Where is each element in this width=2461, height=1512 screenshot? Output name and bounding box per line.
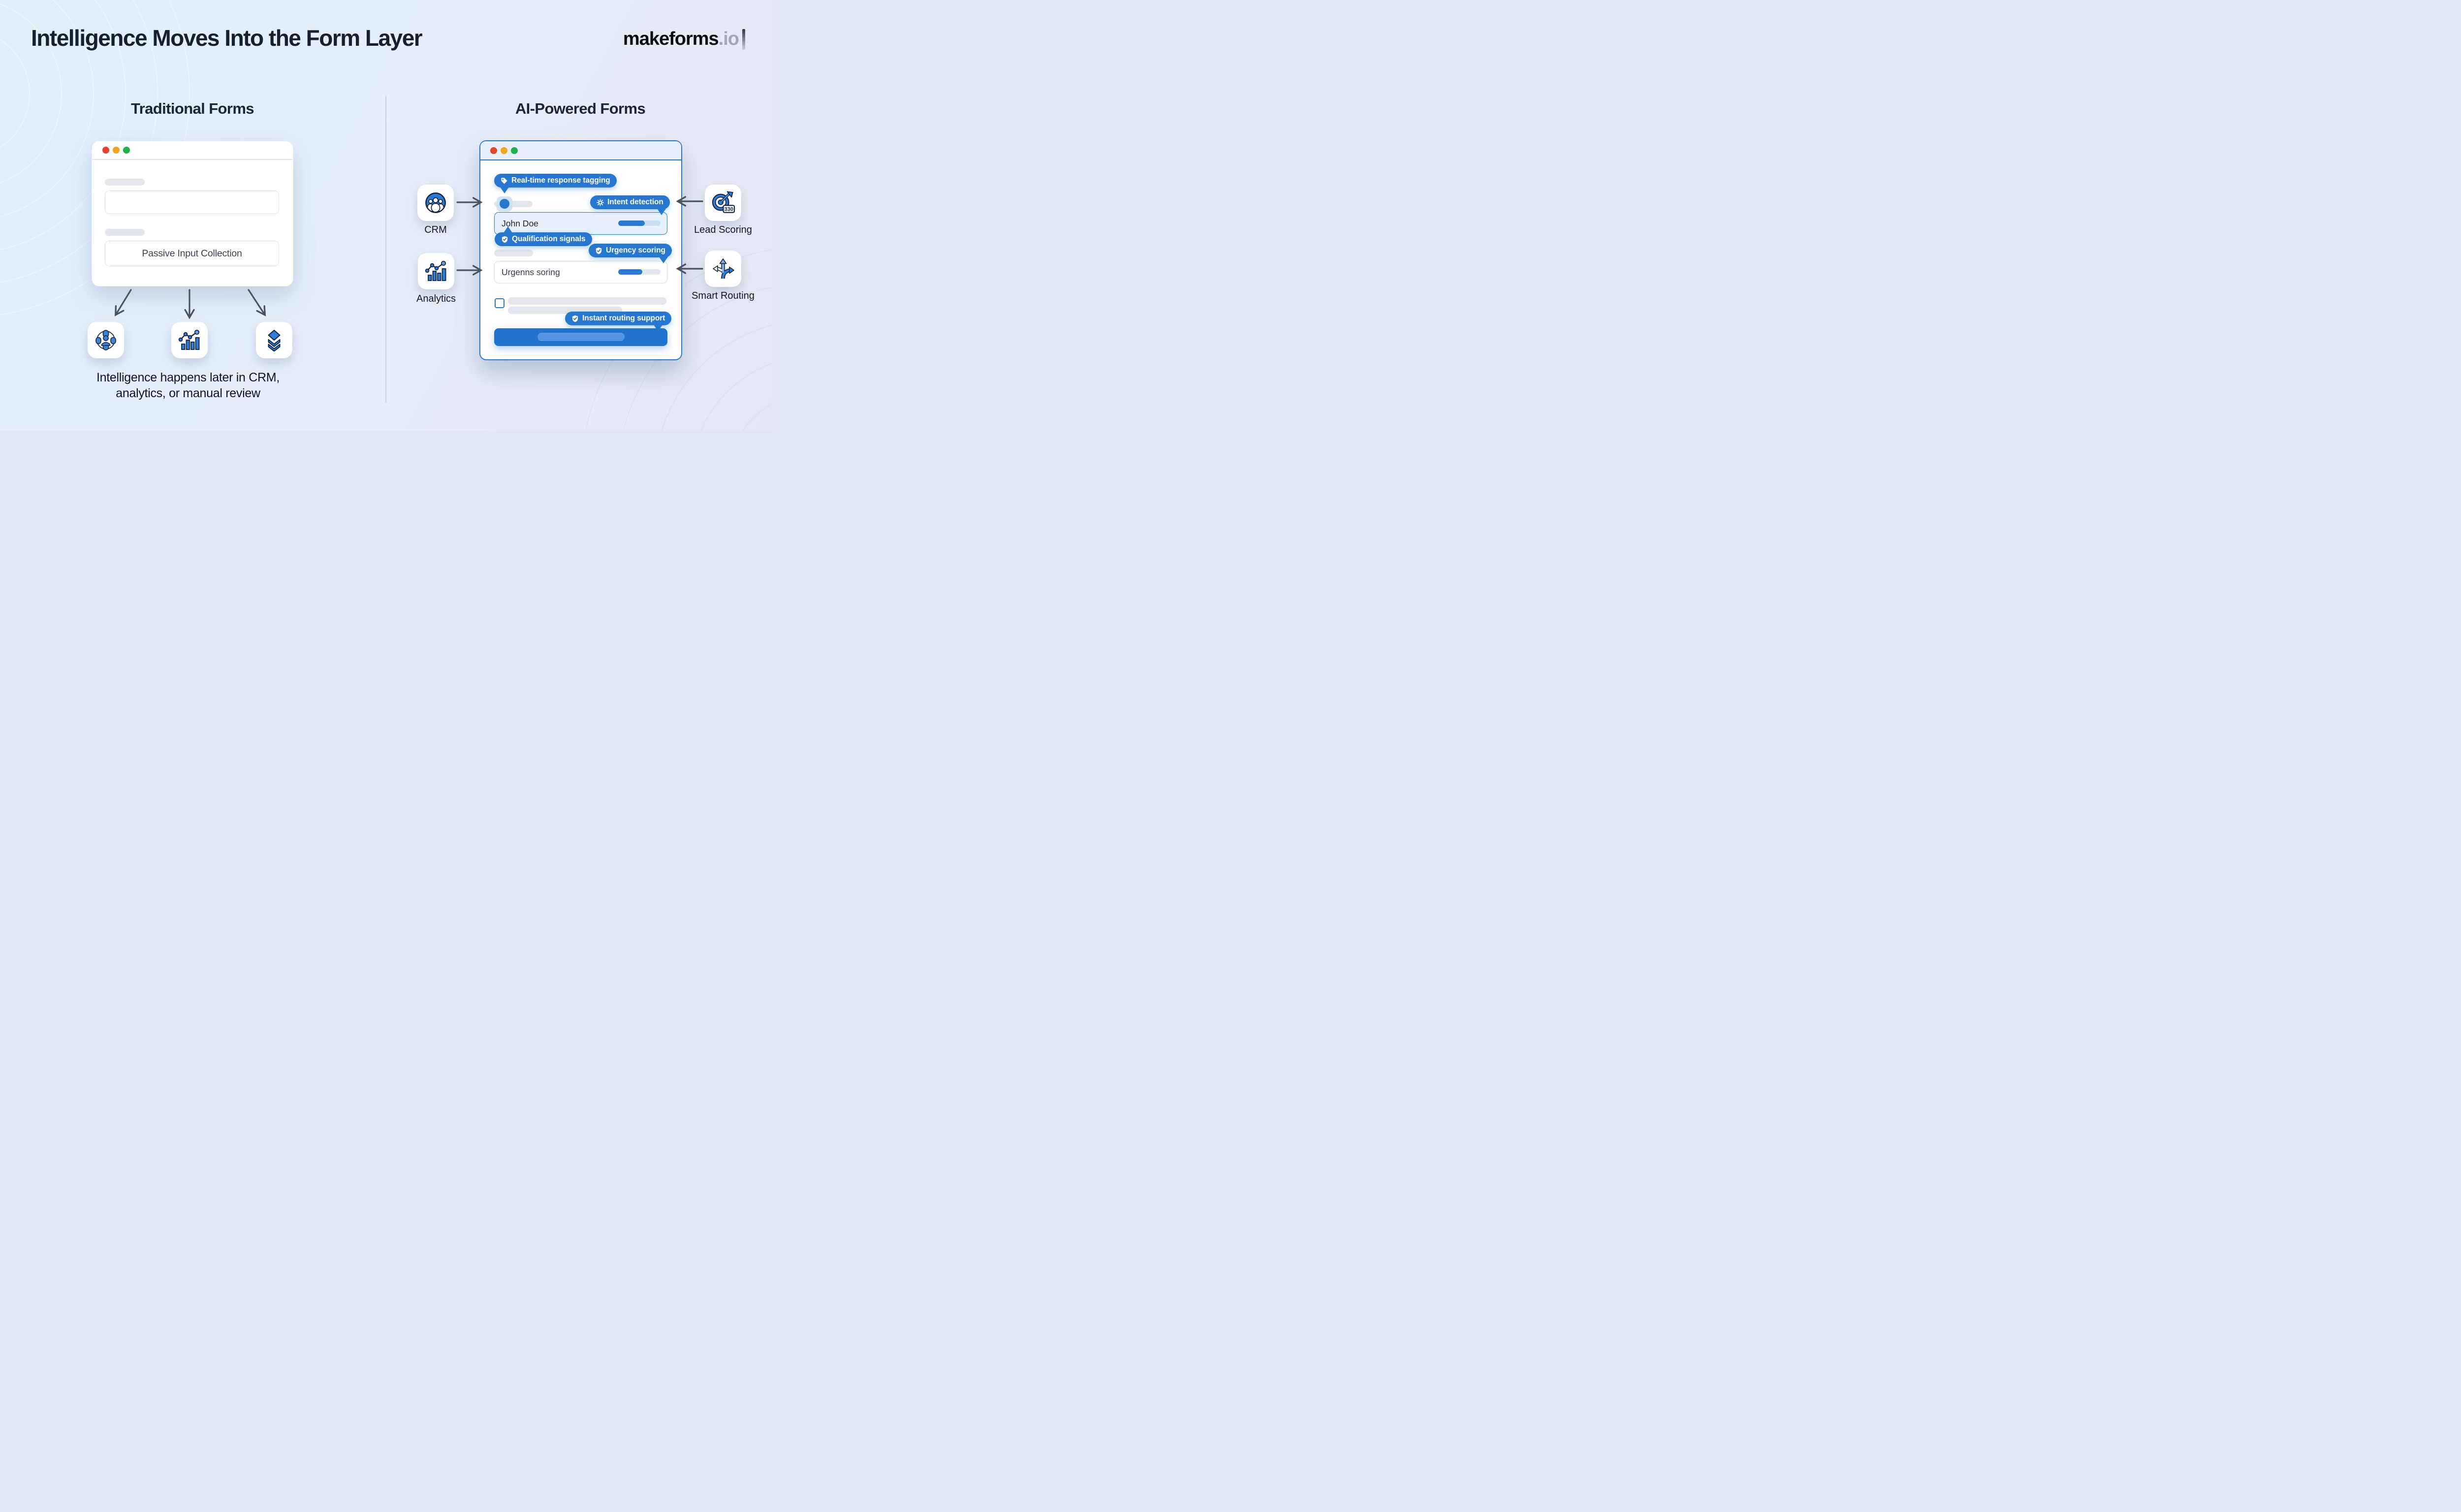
checkbox-text-placeholder: [508, 297, 666, 305]
badge-pointer: [657, 209, 666, 215]
badge-label: Instant routing support: [582, 314, 665, 322]
badge-realtime-tagging: Real-time response tagging: [494, 174, 617, 193]
field-label-placeholder: [105, 179, 145, 186]
lead-scoring-tile: 330: [705, 185, 741, 221]
badge-pointer: [654, 325, 663, 331]
ai-form-window: Real-time response tagging Intent detect…: [479, 140, 682, 360]
traditional-caption: Intelligence happens later in CRM, analy…: [50, 370, 326, 401]
button-label-placeholder: [537, 333, 625, 341]
tag-icon: [501, 177, 507, 184]
name-score-bar: [618, 220, 661, 226]
analytics-label: Analytics: [416, 293, 456, 304]
window-titlebar: [92, 141, 293, 160]
crm-integration-tile: [417, 185, 454, 221]
consent-checkbox[interactable]: [495, 298, 505, 308]
brand-tld: .io: [718, 29, 739, 49]
shield-check-icon: [572, 315, 578, 322]
name-field[interactable]: John Doe: [494, 212, 667, 235]
caption-line-1: Intelligence happens later in CRM,: [96, 371, 280, 384]
empty-text-input[interactable]: [105, 190, 279, 214]
badge-label: Urgency scoring: [606, 246, 665, 254]
layers-tile: [256, 322, 292, 358]
badge-pointer: [500, 187, 509, 193]
passive-input-text: Passive Input Collection: [142, 248, 242, 259]
badge-pointer: [659, 257, 668, 263]
column-divider: [385, 96, 386, 403]
traffic-light-red-icon: [490, 147, 497, 154]
user-network-icon: [95, 330, 116, 350]
analytics-tile: [171, 322, 208, 358]
badge-label: Real-time response tagging: [511, 176, 610, 185]
badge-qualification-signals: Qualification signals: [495, 226, 592, 246]
caption-line-2: analytics, or manual review: [116, 386, 260, 400]
gear-icon: [597, 198, 604, 206]
lead-scoring-label: Lead Scoring: [694, 224, 752, 235]
target-dart-icon: 330: [712, 191, 735, 213]
urgency-score-bar: [618, 269, 661, 275]
badge-urgency-scoring: Urgency scoring: [589, 244, 672, 263]
traffic-light-green-icon: [123, 147, 130, 154]
traffic-light-yellow-icon: [501, 147, 507, 154]
passive-input-field[interactable]: Passive Input Collection: [105, 241, 279, 266]
shield-check-icon: [502, 236, 508, 243]
arrow-to-crm-tile: [115, 289, 132, 316]
brand-name: makeforms: [623, 29, 719, 49]
smart-routing-label: Smart Routing: [692, 290, 755, 301]
arrow-to-layers-tile: [248, 289, 266, 316]
badge-intent-detection: Intent detection: [590, 195, 670, 215]
bar-chart-icon: [178, 329, 200, 350]
right-column-heading: AI-Powered Forms: [515, 100, 646, 117]
urgency-field[interactable]: Urgenns soring: [494, 261, 667, 284]
brand-logo: makeforms.io: [623, 29, 745, 50]
smart-routing-tile: [705, 251, 741, 287]
left-column-heading: Traditional Forms: [131, 100, 254, 117]
shield-check-icon: [596, 247, 602, 254]
badge-instant-routing: Instant routing support: [565, 312, 672, 331]
page-title: Intelligence Moves Into the Form Layer: [31, 25, 423, 51]
field-label-placeholder: [494, 250, 533, 256]
crm-users-icon: [425, 192, 446, 213]
traffic-light-green-icon: [511, 147, 518, 154]
name-field-value: John Doe: [502, 218, 538, 228]
crm-tile: [88, 322, 124, 358]
traditional-form-window: Passive Input Collection: [92, 141, 293, 286]
window-titlebar: [480, 141, 681, 160]
badge-label: Intent detection: [607, 198, 663, 206]
badge-pointer: [504, 226, 512, 233]
progress-knob[interactable]: [500, 199, 509, 209]
urgency-field-value: Urgenns soring: [502, 267, 560, 277]
brand-cursor-bar: [742, 29, 745, 50]
infographic-canvas: Intelligence Moves Into the Form Layer m…: [0, 0, 772, 431]
layers-stack-icon: [268, 330, 281, 351]
branching-arrows-icon: [713, 258, 734, 279]
analytics-integration-tile: [418, 253, 454, 289]
analytics-chart-icon: [425, 260, 446, 281]
crm-label: CRM: [424, 224, 447, 235]
field-label-placeholder: [105, 229, 145, 236]
lead-score-value: 330: [725, 207, 733, 213]
badge-label: Qualification signals: [512, 235, 586, 243]
submit-button[interactable]: [494, 328, 667, 346]
traffic-light-yellow-icon: [113, 147, 120, 154]
traffic-light-red-icon: [102, 147, 109, 154]
